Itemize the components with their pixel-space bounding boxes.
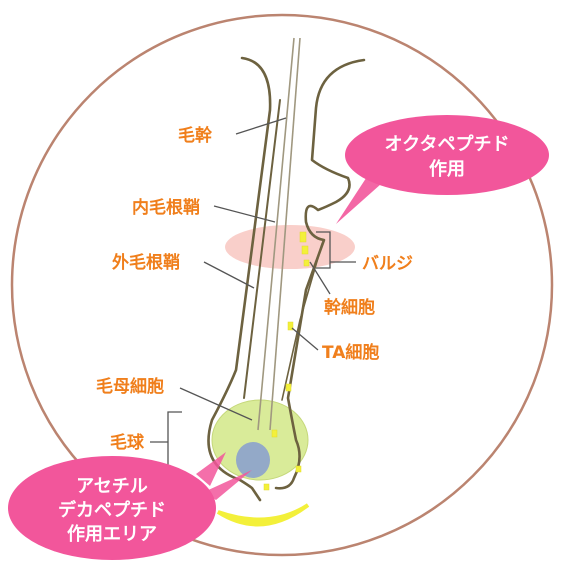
label-inner-sheath: 内毛根鞘: [132, 197, 200, 218]
pointer-lines: [150, 117, 356, 473]
ta-cell-dot-2: [285, 383, 292, 392]
label-hair-bulb: 毛球: [110, 432, 145, 453]
label-stem-cell: 幹細胞: [324, 297, 375, 318]
acetyl-bubble-line1: アセチル: [76, 476, 148, 497]
ta-cell-dot-5: [263, 483, 270, 491]
label-bulge: バルジ: [362, 254, 413, 274]
pointer-hair-shaft: [235, 117, 287, 135]
acetyl-bubble: [8, 456, 216, 560]
bulge-zone: [225, 225, 355, 269]
shaft-line-left: [257, 37, 295, 431]
pointer-inner-sheath: [213, 205, 276, 223]
stem-cell-dot-1: [299, 231, 307, 243]
octa-bubble-line1: オクタペプチド: [385, 133, 510, 155]
label-hair-shaft: 毛幹: [178, 125, 213, 146]
pointer-ta: [291, 327, 319, 351]
stem-cell-dot-3: [303, 259, 310, 267]
pointer-stem: [309, 261, 331, 295]
yellow-crescent: [216, 503, 310, 527]
acetyl-bubble-line2: デカペプチド: [58, 499, 166, 521]
dermal-papilla: [236, 442, 270, 478]
label-outer-sheath: 外毛根鞘: [112, 252, 180, 273]
follicle-wall-right: [274, 58, 366, 490]
shaft-line-right: [269, 37, 301, 431]
acetyl-bubble-tail-2: [204, 470, 252, 500]
bulge-bracket: [316, 231, 331, 269]
ta-cell-dot-4: [295, 465, 302, 473]
label-ta-cell: TA細胞: [322, 342, 379, 363]
pointer-outer-sheath: [203, 261, 255, 289]
ta-cell-dot-1: [287, 321, 294, 331]
ta-cell-dot-3: [271, 429, 278, 438]
acetyl-bubble-tail-1: [196, 452, 226, 486]
cell-dots: [263, 231, 310, 491]
octa-bubble: [345, 115, 549, 195]
pointer-matrix: [179, 387, 253, 421]
inner-wall-left: [243, 99, 281, 399]
acetyl-bubble-line3: 作用エリア: [67, 523, 157, 545]
label-matrix-cell: 毛母細胞: [96, 376, 164, 397]
follicle-wall-left: [207, 56, 272, 502]
stem-cell-dot-2: [301, 245, 309, 255]
octa-bubble-line2: 作用: [429, 158, 465, 180]
